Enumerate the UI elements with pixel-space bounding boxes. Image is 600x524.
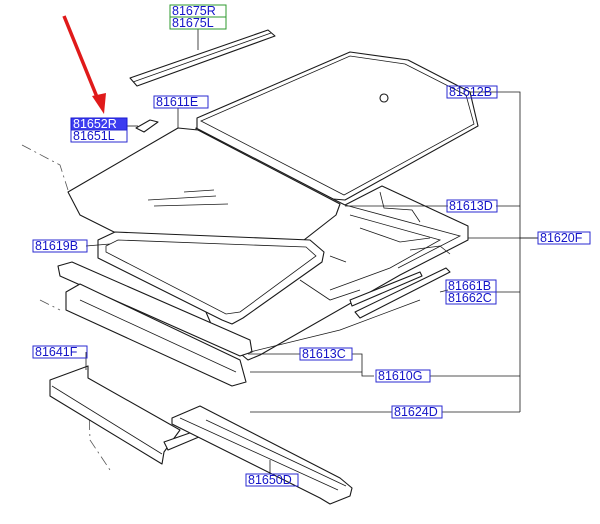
part-81650D-rail bbox=[171, 405, 353, 505]
leader-lines bbox=[85, 29, 538, 474]
part-81619B-seal bbox=[97, 231, 325, 325]
label-81650D[interactable]: 81650D bbox=[245, 473, 299, 487]
reference-line bbox=[21, 144, 69, 191]
label-81613D[interactable]: 81613D bbox=[446, 199, 498, 213]
svg-text:81651L: 81651L bbox=[73, 129, 115, 143]
label-81613C[interactable]: 81613C bbox=[299, 347, 353, 361]
svg-text:81613D: 81613D bbox=[449, 199, 493, 213]
label-81612B[interactable]: 81612B bbox=[446, 85, 498, 99]
label-81651L[interactable]: 81651L bbox=[70, 129, 128, 143]
part-81675-roof-strip bbox=[129, 29, 276, 87]
svg-text:81662C: 81662C bbox=[448, 291, 492, 305]
svg-text:81661B: 81661B bbox=[448, 279, 491, 293]
label-81620F[interactable]: 81620F bbox=[537, 231, 591, 245]
svg-text:81675L: 81675L bbox=[172, 16, 214, 30]
label-81652R-highlighted[interactable]: 81652R bbox=[70, 117, 128, 131]
svg-text:81612B: 81612B bbox=[449, 85, 492, 99]
part-81610G-deflector bbox=[57, 261, 423, 387]
svg-text:81652R: 81652R bbox=[73, 117, 117, 131]
label-81624D[interactable]: 81624D bbox=[391, 405, 443, 419]
svg-text:81619B: 81619B bbox=[35, 239, 78, 253]
svg-text:81613C: 81613C bbox=[302, 347, 346, 361]
svg-text:81624D: 81624D bbox=[394, 405, 438, 419]
svg-text:81610G: 81610G bbox=[378, 369, 422, 383]
label-81619B[interactable]: 81619B bbox=[32, 239, 88, 253]
svg-text:81641F: 81641F bbox=[35, 345, 78, 359]
label-81610G[interactable]: 81610G bbox=[375, 369, 431, 383]
svg-text:81611E: 81611E bbox=[156, 95, 198, 109]
svg-text:81620F: 81620F bbox=[540, 231, 583, 245]
label-81662C[interactable]: 81662C bbox=[445, 291, 497, 305]
svg-text:81650D: 81650D bbox=[248, 473, 292, 487]
reference-line-2 bbox=[39, 299, 61, 311]
part-81612B-rear-glass bbox=[196, 51, 479, 201]
part-81661B-drain-strip bbox=[354, 267, 451, 319]
part-81652R-bracket bbox=[135, 119, 159, 133]
label-81641F[interactable]: 81641F bbox=[32, 345, 88, 359]
svg-text:81675R: 81675R bbox=[172, 4, 216, 18]
label-81675L[interactable]: 81675L bbox=[169, 16, 227, 30]
label-81611E[interactable]: 81611E bbox=[153, 95, 209, 109]
red-arrow-icon bbox=[62, 15, 106, 114]
